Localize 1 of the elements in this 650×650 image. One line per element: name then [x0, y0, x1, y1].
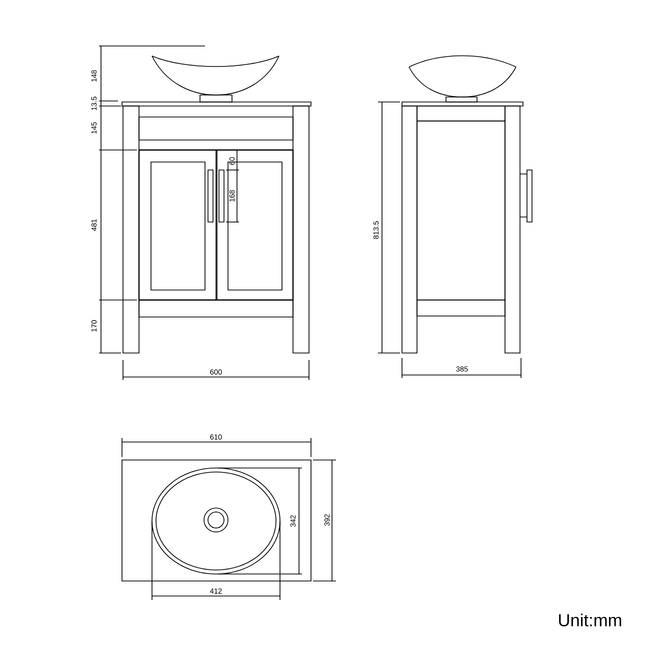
unit-note: Unit:mm [559, 614, 622, 626]
